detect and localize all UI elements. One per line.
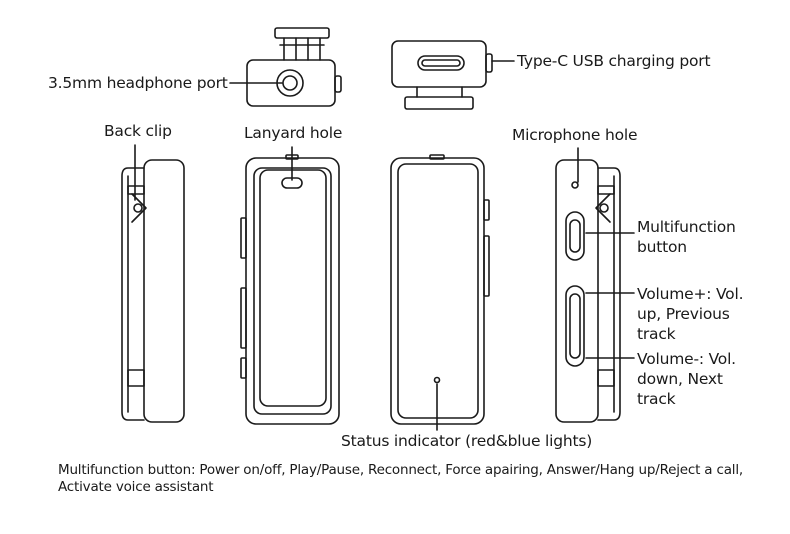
label-multifunction-line-2: button — [637, 238, 687, 256]
label-volume-up-line-3: track — [637, 325, 676, 343]
multifunction-button-icon — [565, 211, 585, 261]
label-status-indicator: Status indicator (red&blue lights) — [341, 432, 593, 450]
side-view-buttons — [555, 159, 621, 423]
label-back-clip: Back clip — [104, 122, 172, 140]
front-view-lanyard — [240, 154, 340, 425]
label-lanyard-hole: Lanyard hole — [244, 124, 343, 142]
label-volume-up-line-1: Volume+: Vol. — [637, 285, 744, 303]
label-headphone-port: 3.5mm headphone port — [48, 74, 228, 92]
microphone-hole-icon — [571, 181, 579, 189]
label-multifunction-line-1: Multifunction — [637, 218, 736, 236]
usb-c-port-icon — [417, 55, 465, 71]
label-volume-down-line-3: track — [637, 390, 676, 408]
top-view-usb-end — [391, 40, 493, 110]
label-volume-down-line-2: down, Next — [637, 370, 723, 388]
label-volume-down-line-1: Volume-: Vol. — [637, 350, 736, 368]
footnote-line-2: Activate voice assistant — [58, 479, 214, 495]
leader-lines — [134, 60, 635, 431]
back-view-status — [390, 154, 490, 425]
side-view-back-clip — [121, 159, 185, 423]
top-view-headphone-end — [246, 27, 342, 107]
label-usb-port: Type-C USB charging port — [517, 52, 711, 70]
volume-rocker-icon — [565, 285, 585, 367]
label-microphone-hole: Microphone hole — [512, 126, 638, 144]
label-volume-up-line-2: up, Previous — [637, 305, 730, 323]
status-indicator-icon — [433, 376, 441, 384]
footnote-line-1: Multifunction button: Power on/off, Play… — [58, 462, 743, 478]
